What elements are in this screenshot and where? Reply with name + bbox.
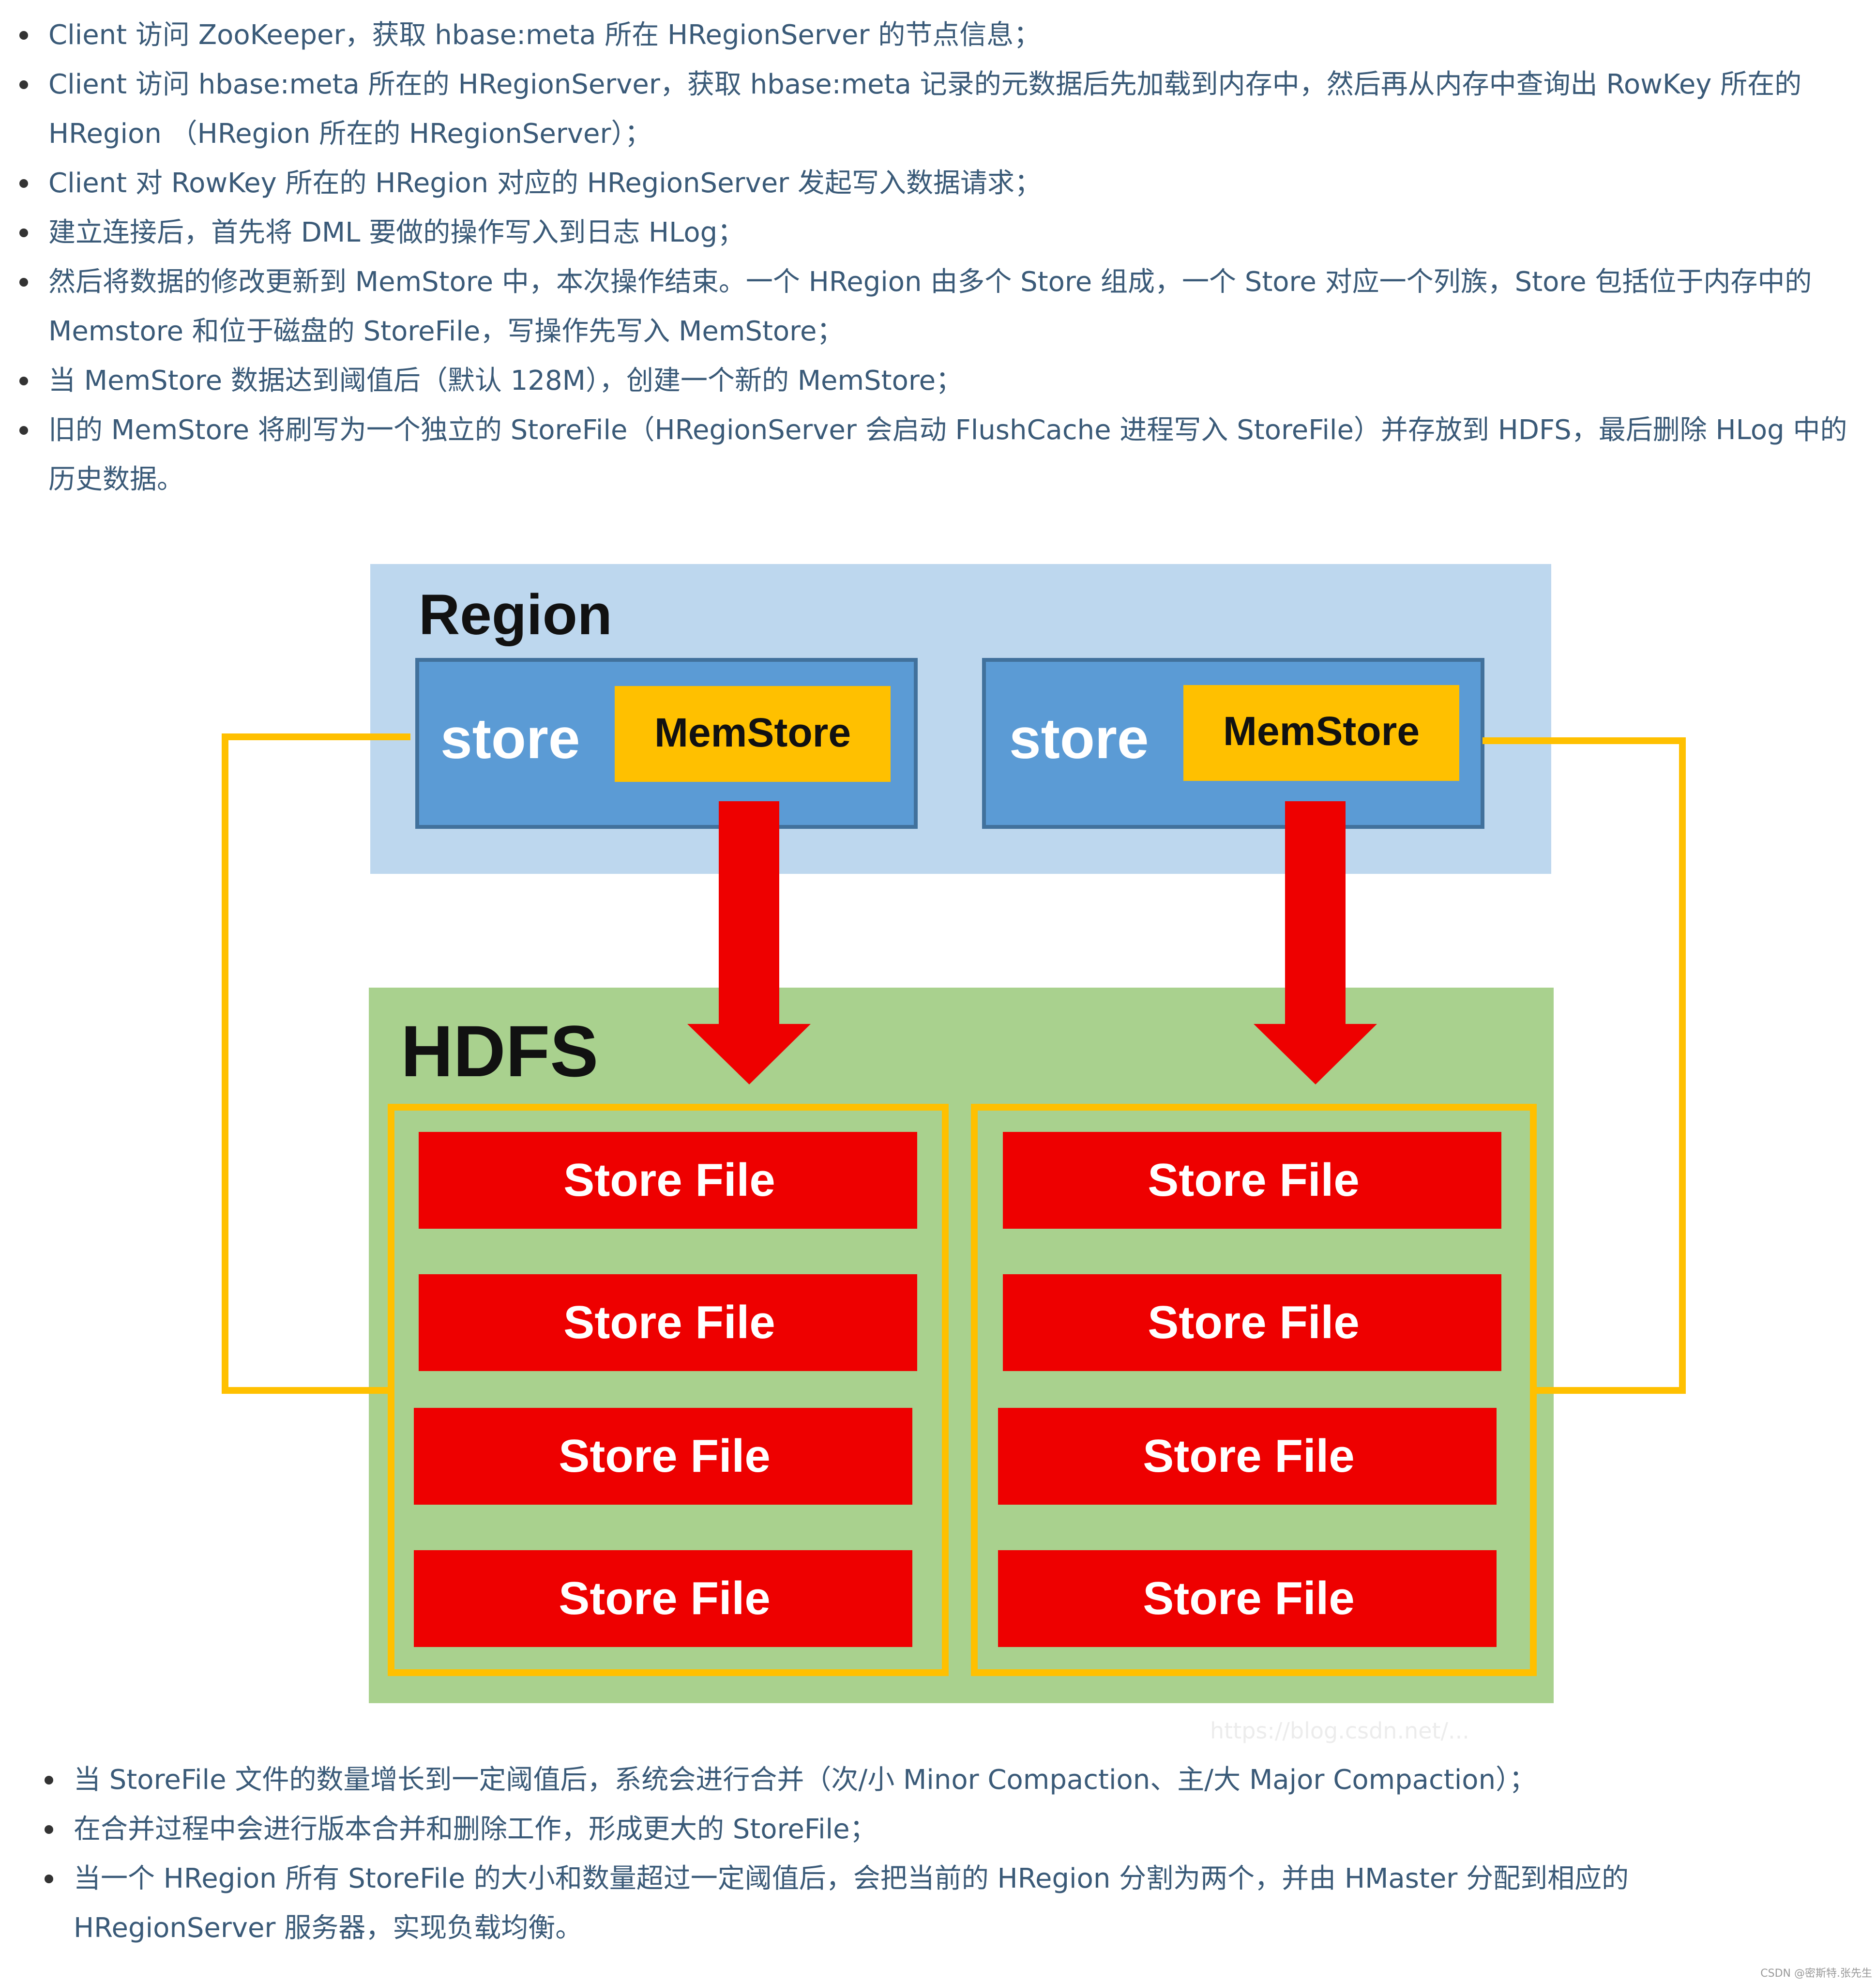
storefile-label: Store File	[1148, 1154, 1360, 1206]
storefile-right-1	[1003, 1132, 1501, 1229]
connector-left	[222, 733, 410, 1394]
list-item: 当 StoreFile 文件的数量增长到一定阈值后，系统会进行合并（次/小 Mi…	[38, 1755, 1780, 1805]
list-item: 在合并过程中会进行版本合并和删除工作，形成更大的 StoreFile；	[38, 1805, 1780, 1854]
flush-arrow-right	[1254, 801, 1377, 1084]
memstore-box-left	[615, 686, 891, 782]
storefile-left-1	[419, 1132, 917, 1229]
hdfs-title: HDFS	[401, 1010, 599, 1092]
storefile-left-3	[414, 1408, 912, 1505]
list-item: 然后将数据的修改更新到 MemStore 中，本次操作结束。一个 HRegion…	[13, 258, 1861, 356]
storefile-label: Store File	[563, 1297, 775, 1348]
memstore-label-left: MemStore	[654, 710, 851, 755]
memstore-label-right: MemStore	[1223, 708, 1420, 754]
storefile-right-3	[998, 1408, 1497, 1505]
region-title: Region	[419, 583, 612, 647]
connector-right	[1483, 737, 1686, 1394]
source-credit: CSDN @密斯特.张先生	[1760, 1968, 1872, 1980]
storefile-right-2	[1003, 1274, 1501, 1371]
storefile-label: Store File	[559, 1572, 771, 1624]
list-item: Client 访问 ZooKeeper，获取 hbase:meta 所在 HRe…	[13, 11, 1861, 60]
compaction-steps-list: 当 StoreFile 文件的数量增长到一定阈值后，系统会进行合并（次/小 Mi…	[38, 1755, 1780, 1953]
list-item: 当 MemStore 数据达到阈值后（默认 128M），创建一个新的 MemSt…	[13, 356, 1861, 406]
list-item: 当一个 HRegion 所有 StoreFile 的大小和数量超过一定阈值后，会…	[38, 1854, 1780, 1953]
storefile-label: Store File	[1143, 1572, 1355, 1624]
storefile-left-4	[414, 1550, 912, 1647]
storefile-left-2	[419, 1274, 917, 1371]
memstore-box-right	[1183, 685, 1459, 781]
list-item: Client 对 RowKey 所在的 HRegion 对应的 HRegionS…	[13, 159, 1861, 208]
storefile-label: Store File	[1148, 1297, 1360, 1348]
store-label-left: store	[440, 707, 580, 771]
storefile-label: Store File	[563, 1154, 775, 1206]
list-item: 建立连接后，首先将 DML 要做的操作写入到日志 HLog；	[13, 208, 1861, 258]
list-item: Client 访问 hbase:meta 所在的 HRegionServer，获…	[13, 60, 1861, 159]
storefile-label: Store File	[1143, 1430, 1355, 1482]
store-label-right: store	[1009, 707, 1149, 771]
list-item: 旧的 MemStore 将刷写为一个独立的 StoreFile（HRegionS…	[13, 406, 1861, 504]
storefile-right-4	[998, 1550, 1497, 1647]
watermark: https://blog.csdn.net/...	[1210, 1718, 1469, 1744]
write-flow-steps-list: Client 访问 ZooKeeper，获取 hbase:meta 所在 HRe…	[13, 11, 1861, 504]
flush-arrow-left	[687, 801, 811, 1084]
storefile-label: Store File	[559, 1430, 771, 1482]
